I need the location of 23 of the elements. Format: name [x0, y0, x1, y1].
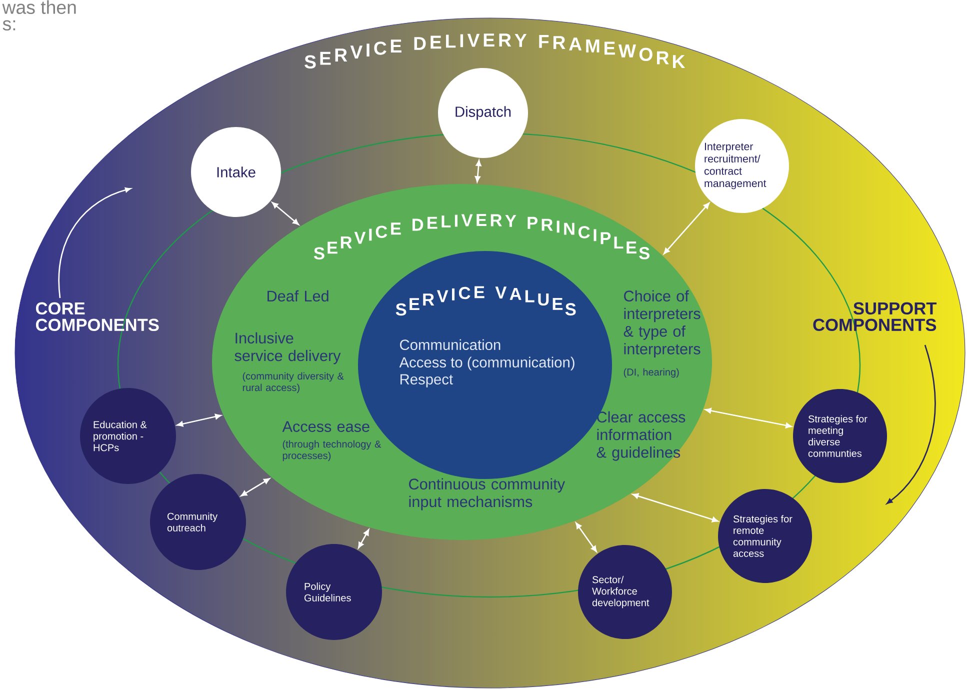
principle-text: Inclusive service delivery — [234, 332, 341, 364]
arrow — [576, 522, 597, 552]
principle-text: Continuous community input mechanisms — [409, 478, 566, 510]
arrow — [272, 202, 299, 226]
arrow — [358, 529, 370, 548]
arrow — [664, 202, 710, 254]
principle-text: Deaf Led — [268, 290, 328, 302]
note-text: (DI, hearing) — [624, 368, 679, 378]
arrow — [474, 160, 482, 182]
section-label: CORE COMPONENTS — [36, 302, 159, 331]
arrow — [705, 408, 792, 428]
arrow — [240, 478, 270, 496]
body-text: s: — [2, 20, 16, 30]
principle-text: Choice of interpreters & type of interpreters — [624, 290, 700, 358]
arrow — [176, 414, 222, 427]
value-text: Access to (communication) — [399, 356, 574, 370]
principle-text: Access ease — [282, 421, 370, 432]
value-text: Respect — [400, 374, 453, 388]
note-text: (community diversity & rural access) — [242, 372, 344, 394]
body-text: was then — [2, 0, 76, 14]
value-text: Communication — [400, 339, 500, 350]
arrow — [632, 493, 718, 522]
note-text: (through technology & processes) — [282, 440, 382, 462]
